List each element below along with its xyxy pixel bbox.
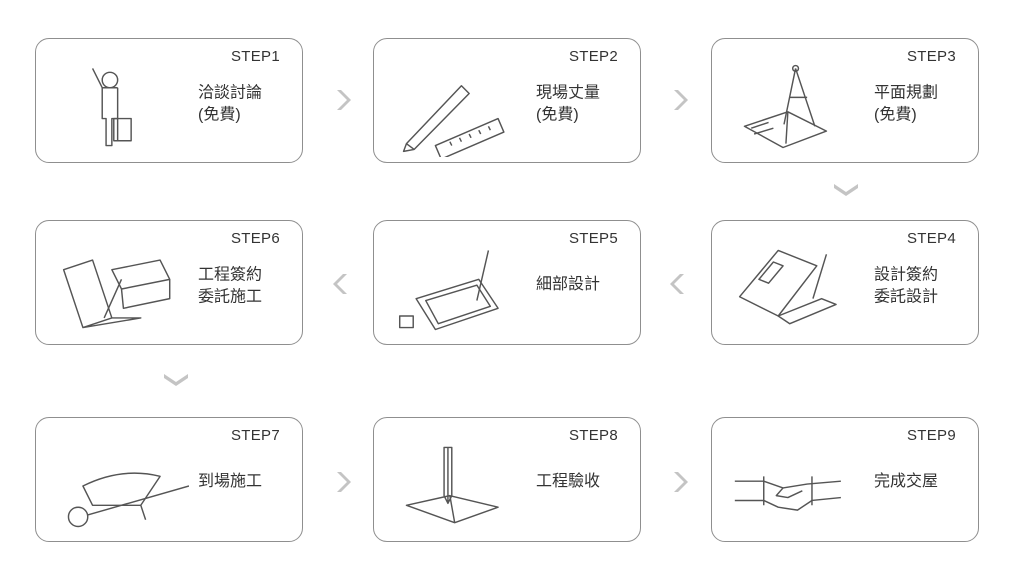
handshake-icon <box>730 436 865 536</box>
chevron-down-icon <box>164 366 188 390</box>
step-card-9: STEP9 完成交屋 <box>711 417 979 542</box>
step-number: STEP9 <box>906 427 956 444</box>
pencil-ruler-icon <box>392 57 527 160</box>
step-label: 洽談討論 (免費) <box>198 84 263 124</box>
step-label: 平面規劃 (免費) <box>874 84 939 124</box>
step-card-5: STEP5 細部設計 <box>373 220 641 345</box>
chevron-down-icon <box>834 176 858 200</box>
chevron-right-icon <box>330 470 354 494</box>
step-number: STEP3 <box>906 48 956 65</box>
step-card-8: STEP8 工程驗收 <box>373 417 641 542</box>
step-number: STEP1 <box>230 48 280 65</box>
chevron-left-icon <box>330 272 354 296</box>
step-card-3: STEP3 平面規劃 (免費) <box>711 38 979 163</box>
step-number: STEP2 <box>568 48 618 65</box>
step-card-6: STEP6 工程簽約 委託施工 <box>35 220 303 345</box>
chevron-right-icon <box>667 470 691 494</box>
step-label: 細部設計 <box>536 275 601 293</box>
step-card-1: STEP1 洽談討論 (免費) <box>35 38 303 163</box>
chevron-left-icon <box>667 272 691 296</box>
laptop-toolbox-icon <box>54 239 189 339</box>
wheelbarrow-icon <box>54 436 190 536</box>
step-number: STEP5 <box>568 230 618 247</box>
step-card-7: STEP7 到場施工 <box>35 417 303 542</box>
step-label: 完成交屋 <box>874 472 939 490</box>
folder-pen-icon <box>730 239 865 339</box>
step-number: STEP4 <box>906 230 956 247</box>
chevron-right-icon <box>667 88 691 112</box>
person-with-briefcase-icon <box>54 57 189 157</box>
step-label: 工程簽約 委託施工 <box>198 266 263 306</box>
step-label: 工程驗收 <box>536 472 601 490</box>
pen-notebook-icon <box>392 436 527 536</box>
step-number: STEP8 <box>568 427 618 444</box>
step-label: 現場丈量 (免費) <box>536 84 601 124</box>
step-label: 到場施工 <box>198 472 263 490</box>
chevron-right-icon <box>330 88 354 112</box>
step-number: STEP7 <box>230 427 280 444</box>
compass-blueprint-icon <box>730 57 865 157</box>
step-label: 設計簽約 委託設計 <box>874 266 939 306</box>
step-number: STEP6 <box>230 230 280 247</box>
step-card-4: STEP4 設計簽約 委託設計 <box>711 220 979 345</box>
step-card-2: STEP2 現場丈量 (免費) <box>373 38 641 163</box>
drawing-tablet-icon <box>392 239 527 339</box>
